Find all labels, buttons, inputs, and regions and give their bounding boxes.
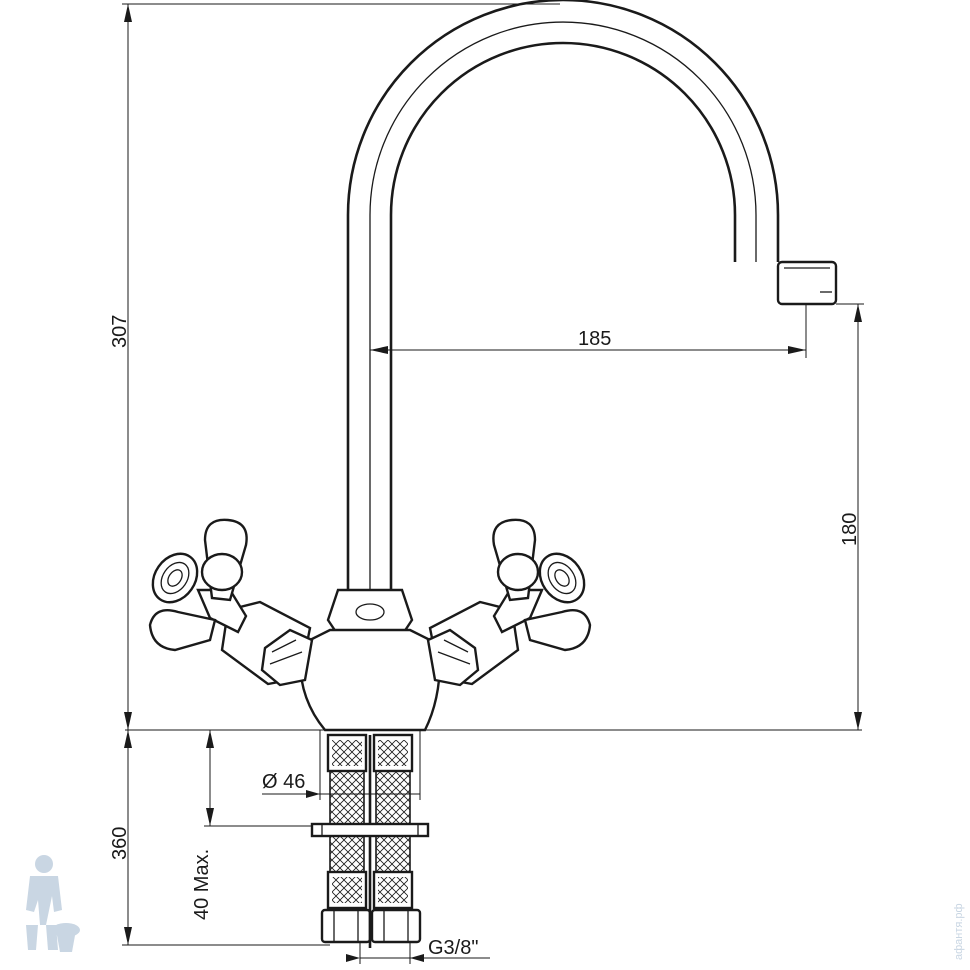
dimension-below-deck — [122, 730, 330, 946]
left-valve — [196, 588, 314, 687]
dimension-spout-height — [836, 303, 864, 730]
dimension-spout-reach — [370, 304, 807, 358]
faucet-body — [298, 588, 442, 732]
plumber-logo — [26, 855, 80, 952]
dimension-diameter — [262, 730, 421, 800]
left-cross-handle — [148, 518, 248, 652]
watermark-site: aфaнтя.рф — [953, 903, 965, 960]
dimension-label-diameter: Ø 46 — [262, 771, 305, 793]
dimension-total-height — [122, 3, 560, 730]
right-cross-handle — [492, 518, 592, 652]
dimension-thread — [346, 942, 490, 964]
dimension-label-180: 180 — [839, 513, 861, 546]
right-valve — [426, 588, 544, 687]
braided-hoses — [310, 733, 430, 948]
aerator — [776, 260, 838, 306]
dimension-label-40-max: 40 Max. — [191, 849, 213, 920]
dimension-deck-thickness — [204, 730, 312, 827]
dimension-label-thread: G3/8" — [428, 937, 478, 959]
dimension-label-360: 360 — [109, 827, 131, 860]
dimension-label-307: 307 — [109, 315, 131, 348]
spout — [346, 0, 838, 590]
dimension-label-185: 185 — [578, 328, 611, 350]
